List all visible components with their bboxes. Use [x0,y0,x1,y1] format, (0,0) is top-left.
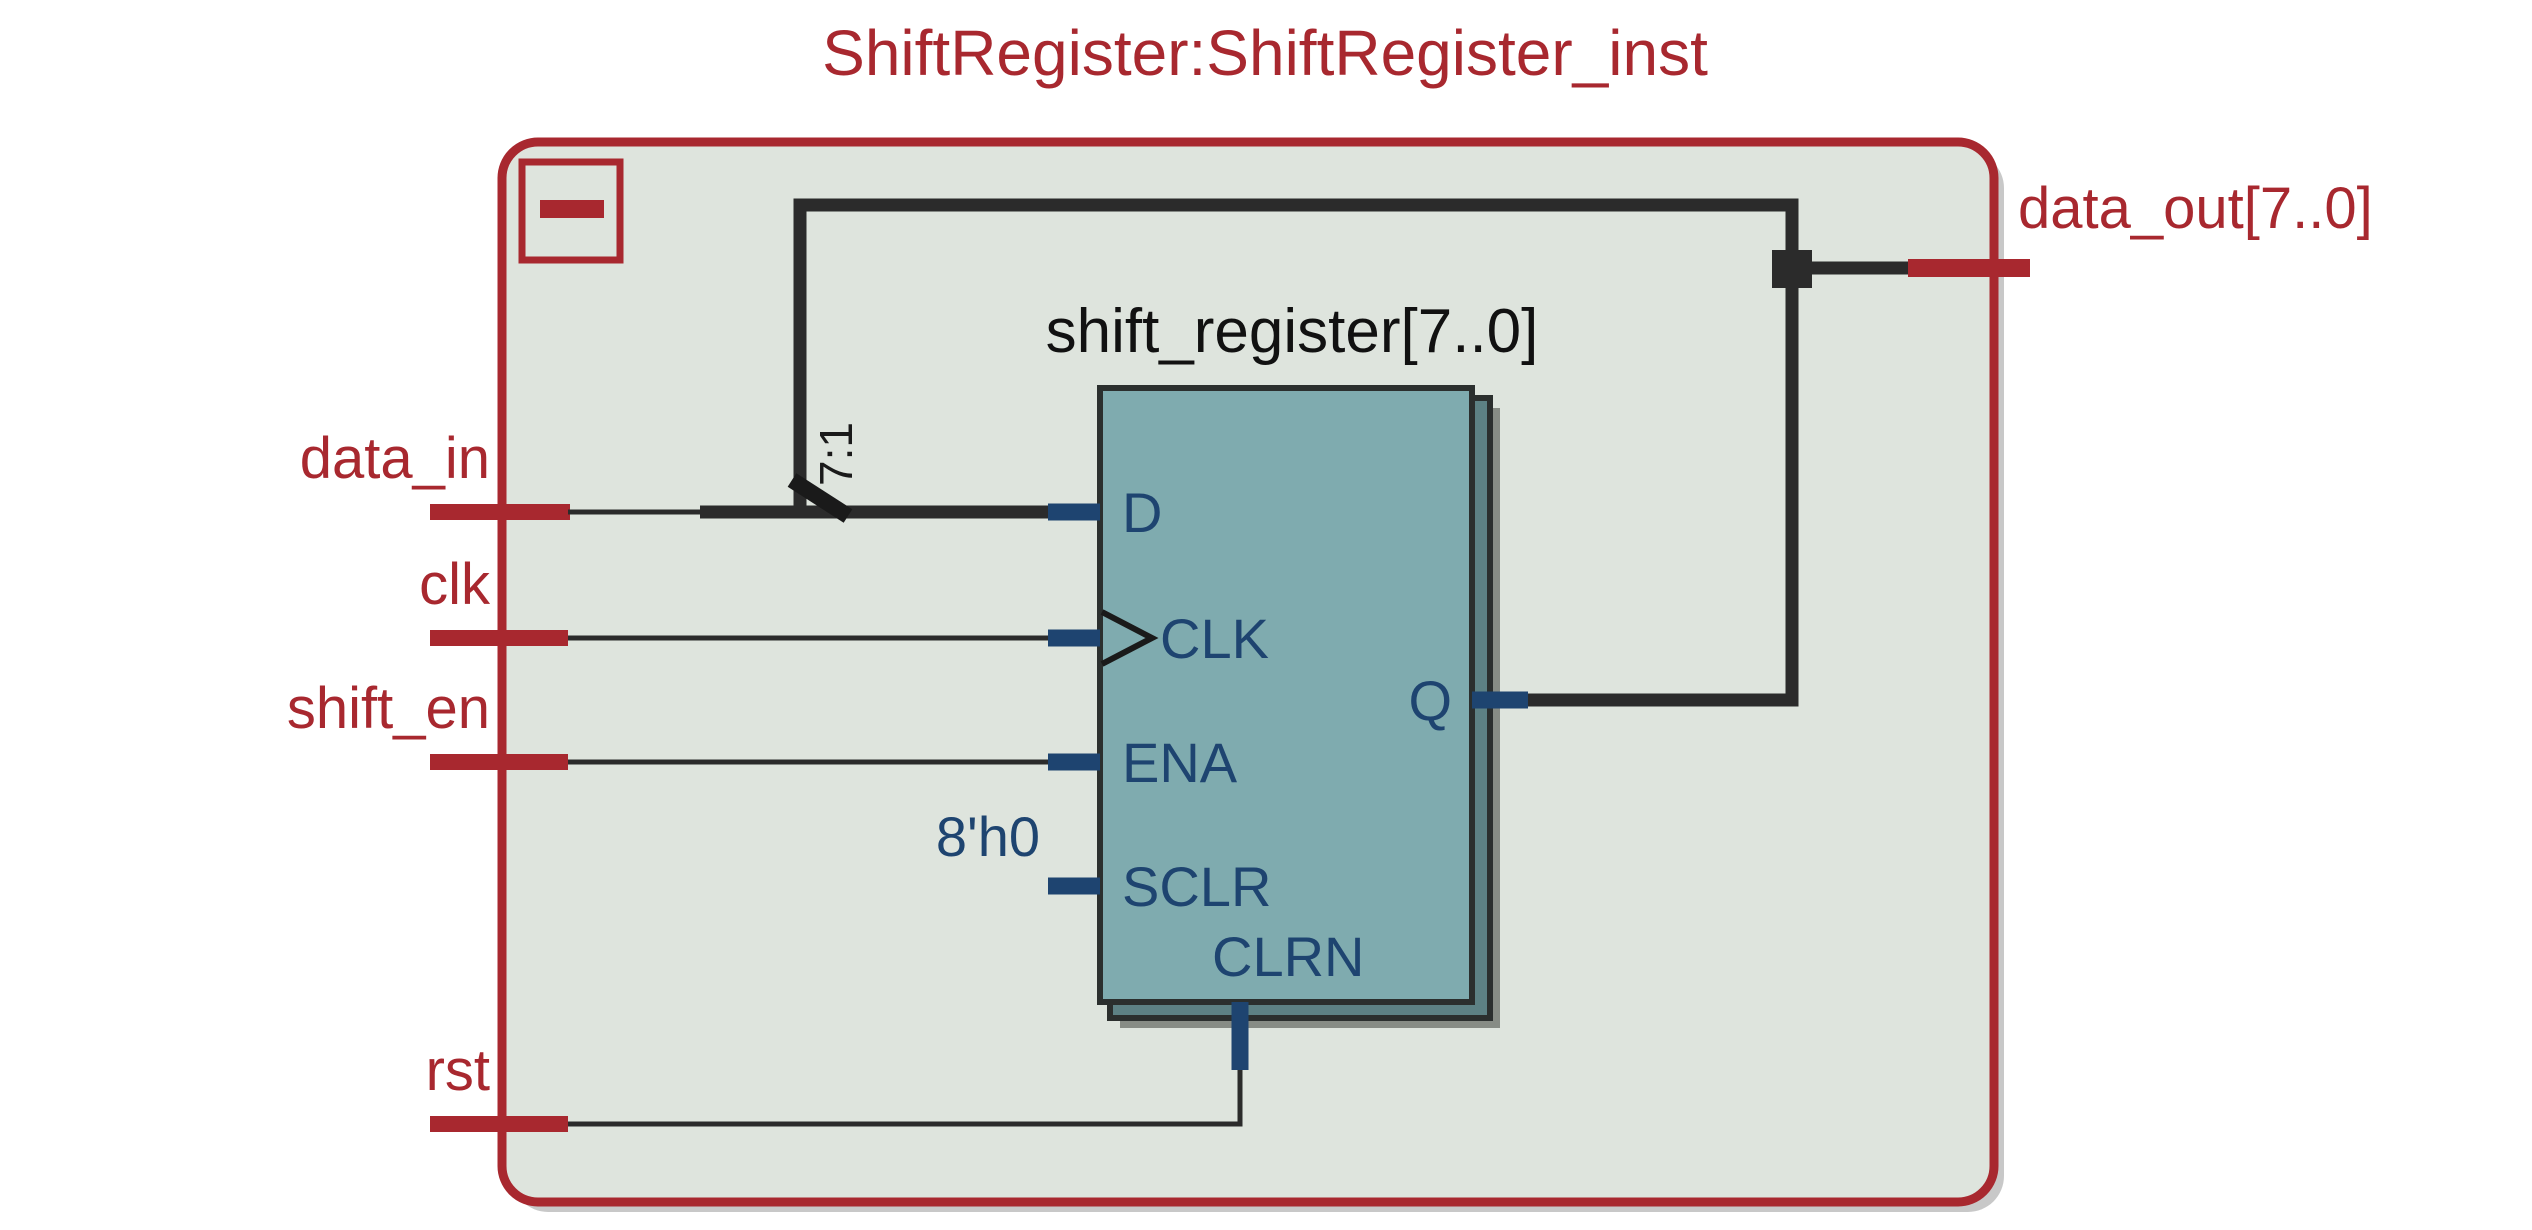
constant-label-sclr: 8'h0 [936,805,1040,868]
net-q-feedback [787,198,1799,707]
port-label-data-out[interactable]: data_out[7..0] [2018,176,2373,241]
pin-label-clk: CLK [1160,607,1269,670]
net-q-to-data-out [1772,250,2030,288]
bus-tap-slash [787,473,853,523]
feedback-wire-path [793,198,1799,707]
block-input-pins [1048,503,1249,1070]
pin-label-q: Q [1408,669,1452,732]
port-label-clk[interactable]: clk [419,552,491,617]
pin-label-clrn: CLRN [1212,925,1364,988]
instance-title: ShiftRegister:ShiftRegister_inst [822,17,1708,89]
pin-label-sclr: SCLR [1122,855,1271,918]
minus-icon [540,200,604,218]
register-block[interactable] [1097,385,1500,1028]
block-layer-1 [1097,385,1475,1005]
pin-label-ena: ENA [1122,731,1238,794]
input-port-stubs [430,504,570,1132]
collapse-toggle[interactable] [518,158,624,264]
bus-range-label: 7:1 [810,422,862,486]
junction-dot [1772,250,1812,288]
port-label-shift-en[interactable]: shift_en [287,676,490,741]
block-title: shift_register[7..0] [1046,297,1539,366]
clock-edge-icon [1100,609,1159,667]
pin-label-d: D [1122,481,1162,544]
internal-input-wires [568,505,1243,1127]
port-label-data-in[interactable]: data_in [300,426,490,491]
wire-rst-to-clrn [568,1058,1243,1127]
port-label-rst[interactable]: rst [426,1038,490,1103]
